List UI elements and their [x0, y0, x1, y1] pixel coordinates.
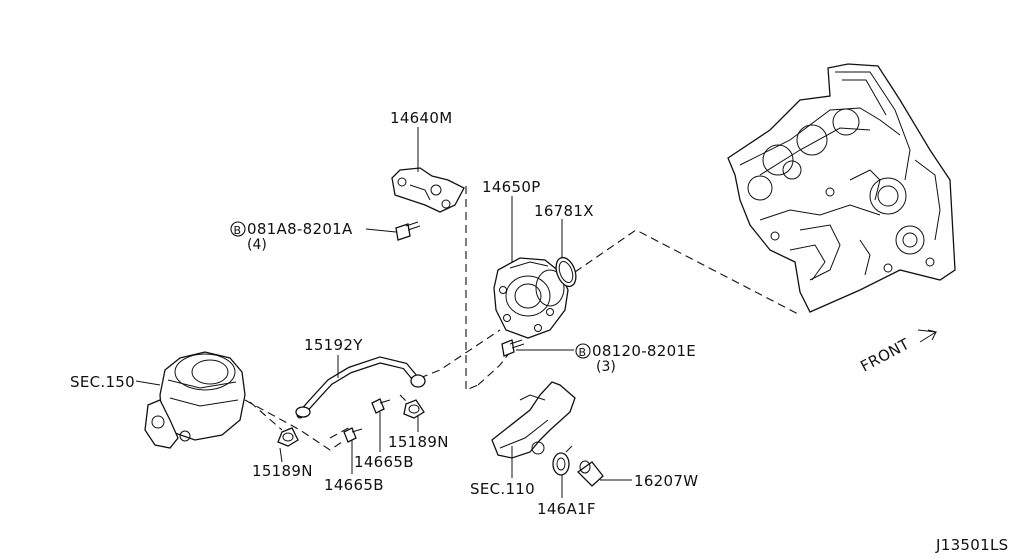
- label-08120-8201E: 08120-8201E: [592, 342, 696, 360]
- engine-block: [727, 63, 956, 313]
- label-15189N-right: 15189N: [388, 433, 449, 451]
- label-14665B-left: 14665B: [324, 476, 384, 494]
- label-14650P: 14650P: [482, 178, 541, 196]
- diagram-code: J13501LS: [935, 536, 1008, 554]
- gasket-16781X: [555, 256, 577, 288]
- housing-14650P: [493, 257, 569, 339]
- leader-lines: [135, 127, 632, 498]
- label-16207W: 16207W: [634, 472, 698, 490]
- pipe-15192Y: [295, 356, 426, 419]
- front-label: FRONT: [857, 335, 912, 376]
- fitting-146A1F: [552, 445, 573, 476]
- bolt-08120: [501, 339, 525, 357]
- label-16781X: 16781X: [534, 202, 594, 220]
- label-14665B-right: 14665B: [354, 453, 414, 471]
- bracket-14640M: [391, 167, 465, 213]
- label-14640M: 14640M: [390, 109, 452, 127]
- front-arrow-icon: [917, 329, 938, 343]
- bolt-14665B-right: [371, 398, 391, 414]
- oil-filter-sec150: [144, 351, 246, 449]
- labels: 14640M 14650P 16781X B 081A8-8201A (4) B…: [70, 109, 1008, 554]
- clamp-15189N-left: [277, 427, 299, 447]
- label-08120-qty: (3): [596, 359, 616, 375]
- label-146A1F: 146A1F: [537, 500, 596, 518]
- bolt-symbol-icon: [230, 221, 246, 237]
- label-sec110: SEC.110: [470, 480, 535, 498]
- clamp-15189N-right: [403, 399, 425, 419]
- oilpan-sec110: [491, 381, 576, 459]
- label-081A8-8201A: 081A8-8201A: [247, 220, 353, 238]
- label-081A8-qty: (4): [247, 237, 267, 253]
- plug-16207W: [576, 460, 604, 487]
- bolt-symbol-icon: [575, 343, 591, 359]
- label-15189N-left: 15189N: [252, 462, 313, 480]
- bolt-symbol-letter: B: [234, 224, 242, 237]
- bolt-081A8: [395, 221, 421, 241]
- bolt-14665B-left: [343, 427, 363, 443]
- bolt-symbol-letter-2: B: [579, 346, 587, 359]
- label-sec150: SEC.150: [70, 373, 135, 391]
- label-15192Y: 15192Y: [304, 336, 363, 354]
- assembly-lines: [244, 186, 801, 451]
